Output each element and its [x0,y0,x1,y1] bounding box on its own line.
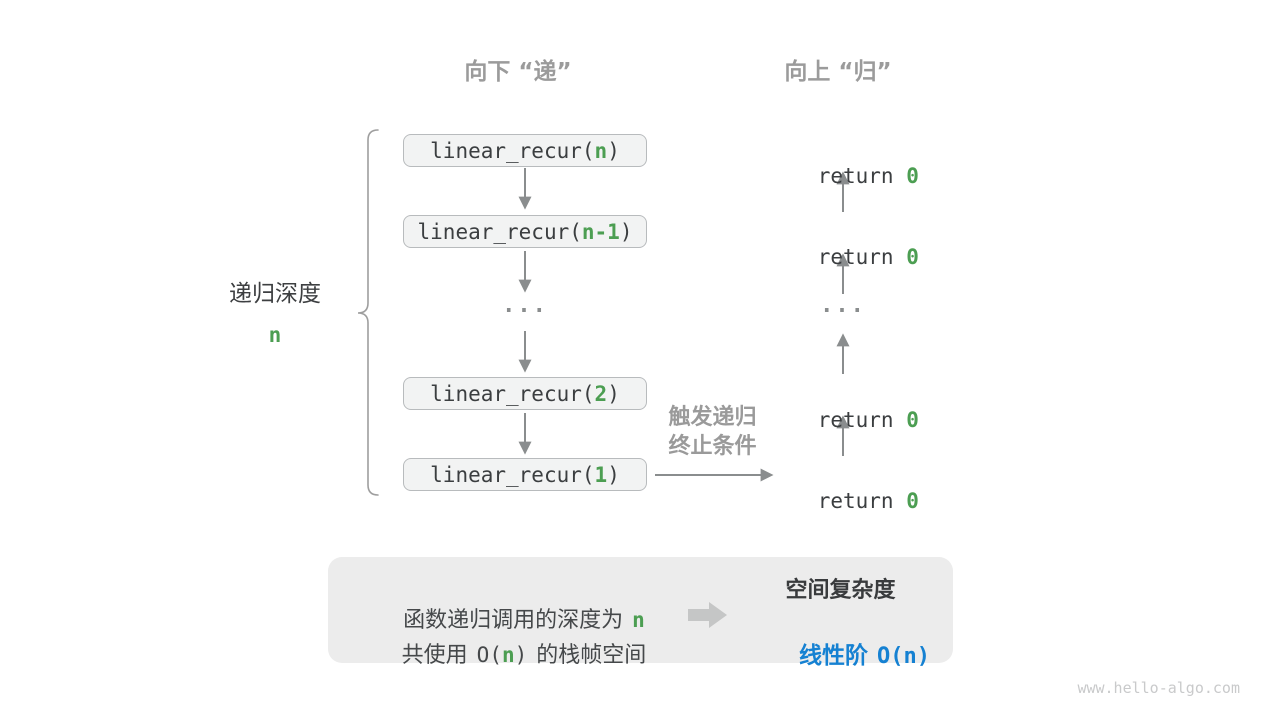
summary-depth-text: 函数递归调用的深度为 [403,608,624,633]
summary-result: 线性阶 O(n) [733,614,948,699]
call-close: ) [607,462,620,487]
call-arg: n [594,138,608,163]
stack-frame-2: linear_recur(2) [403,377,647,410]
ascend-column-header: 向上 “归” [784,59,892,85]
big-o-n: n [501,643,515,667]
stack-frame-1: linear_recur(1) [403,458,647,491]
complexity-class-label: 线性阶 [799,643,869,669]
base-case-line-1: 触发递归 [668,405,757,430]
call-text: linear_recur( [430,462,595,487]
return-value: 0 [906,489,919,513]
call-text: linear_recur( [430,381,595,406]
return-statement-3: return 0 [753,381,933,459]
watermark: www.hello-algo.com [1077,679,1240,697]
depth-brace [357,129,379,496]
base-case-line-2: 终止条件 [668,434,757,459]
complexity-notation: O(n) [877,644,931,669]
return-value: 0 [906,164,919,188]
stack-frame-n-1: linear_recur(n-1) [403,215,647,248]
call-arg: n-1 [581,219,620,244]
summary-title: 空间复杂度 [785,578,896,603]
recursion-depth-label: 递归深度 [229,281,321,307]
return-ellipsis: ... [820,293,866,318]
return-value: 0 [906,245,919,269]
return-text: return [817,408,907,432]
return-statement-4: return 0 [753,462,933,540]
call-text: linear_recur( [417,219,582,244]
recursion-depth-value: n [268,323,282,347]
return-text: return [817,164,907,188]
call-arg: 2 [594,381,608,406]
summary-space-pre: 共使用 [401,643,468,668]
return-statement-1: return 0 [753,137,933,215]
return-statement-2: return 0 [753,218,933,296]
descend-column-header: 向下 “递” [464,59,572,85]
call-text: linear_recur( [430,138,595,163]
base-case-label: 触发递归 终止条件 [640,403,785,461]
stack-frame-n: linear_recur(n) [403,134,647,167]
call-close: ) [607,381,620,406]
return-text: return [817,245,907,269]
call-close: ) [619,219,633,244]
implies-arrow-icon [688,602,727,628]
return-value: 0 [906,408,919,432]
big-o-close: ) [514,643,528,667]
summary-depth-line: 函数递归调用的深度为 n [338,578,668,663]
summary-space-post: 的栈帧空间 [536,643,647,668]
stack-ellipsis: ... [502,293,548,318]
summary-space-line: 共使用 O(n) 的栈帧空间 [338,613,668,698]
summary-depth-value: n [632,608,645,632]
call-arg: 1 [594,462,608,487]
return-text: return [817,489,907,513]
big-o-open: O( [476,643,502,667]
call-close: ) [607,138,620,163]
